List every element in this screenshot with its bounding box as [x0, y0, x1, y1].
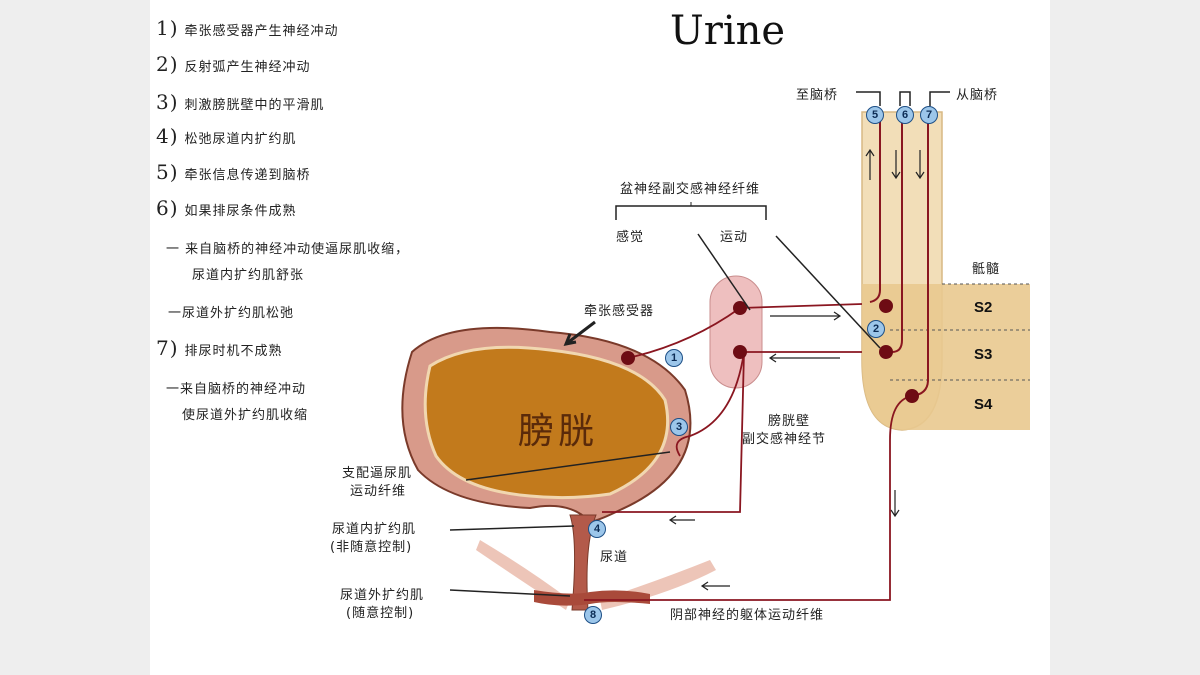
label-sacral: 骶髓	[972, 262, 1001, 277]
pons-brackets	[856, 91, 950, 106]
label-bladder-wall: 膀胱壁	[768, 414, 811, 429]
marker-3: 3	[670, 418, 688, 436]
step-1: 1)牵张感受器产生神经冲动	[156, 16, 339, 40]
step-3: 3)刺激膀胱壁中的平滑肌	[156, 90, 325, 114]
label-detrusor-2: 运动纤维	[350, 484, 407, 499]
label-pelvic-nerve: 盆神经副交感神经纤维	[620, 182, 761, 197]
marker-7: 7	[920, 106, 938, 124]
marker-1: 1	[665, 349, 683, 367]
step-2: 2)反射弧产生神经冲动	[156, 52, 311, 76]
label-sensory: 感觉	[616, 230, 645, 245]
label-internal-sphincter-2: (非随意控制)	[330, 540, 413, 555]
label-detrusor-1: 支配逼尿肌	[342, 466, 413, 481]
marker-8: 8	[584, 606, 602, 624]
pelvic-ganglion	[709, 275, 763, 389]
marker-5: 5	[866, 106, 884, 124]
step-7a-line2: 使尿道外扩约肌收缩	[182, 408, 309, 423]
segment-s4: S4	[974, 396, 993, 413]
label-motor: 运动	[720, 230, 749, 245]
label-from-pons: 从脑桥	[956, 88, 999, 103]
step-7a-line1: 一来自脑桥的神经冲动	[166, 382, 307, 397]
label-external-sphincter-2: (随意控制)	[346, 606, 415, 621]
label-urethra: 尿道	[600, 550, 629, 565]
neuron-bodies	[621, 299, 919, 403]
label-stretch-receptor: 牵张感受器	[584, 304, 655, 319]
step-6b: 一尿道外扩约肌松弛	[168, 306, 295, 321]
label-to-pons: 至脑桥	[796, 88, 839, 103]
slide: Urine 1)牵张感受器产生神经冲动 2)反射弧产生神经冲动 3)刺激膀胱壁中…	[150, 0, 1050, 675]
bladder-graphic	[401, 326, 716, 611]
urination-reflex-diagram	[401, 91, 1030, 611]
step-6a-line1: 一 来自脑桥的神经冲动使逼尿肌收缩，	[166, 242, 410, 257]
spinal-cord	[861, 111, 1030, 431]
marker-6: 6	[896, 106, 914, 124]
label-bladder: 膀胱	[518, 411, 599, 452]
label-pudendal: 阴部神经的躯体运动纤维	[670, 608, 825, 623]
label-ganglion: 副交感神经节	[742, 432, 827, 447]
label-external-sphincter-1: 尿道外扩约肌	[340, 588, 425, 603]
callout-lines	[449, 233, 881, 597]
step-4: 4)松弛尿道内扩约肌	[156, 124, 297, 148]
step-5: 5)牵张信息传递到脑桥	[156, 160, 311, 184]
label-internal-sphincter-1: 尿道内扩约肌	[332, 522, 417, 537]
marker-2: 2	[867, 320, 885, 338]
segment-s3: S3	[974, 346, 993, 363]
marker-4: 4	[588, 520, 606, 538]
step-7: 7)排尿时机不成熟	[156, 336, 283, 360]
step-6a-line2: 尿道内扩约肌舒张	[192, 268, 305, 283]
step-6: 6)如果排尿条件成熟	[156, 196, 297, 220]
slide-title: Urine	[670, 8, 786, 54]
segment-s2: S2	[974, 299, 993, 316]
